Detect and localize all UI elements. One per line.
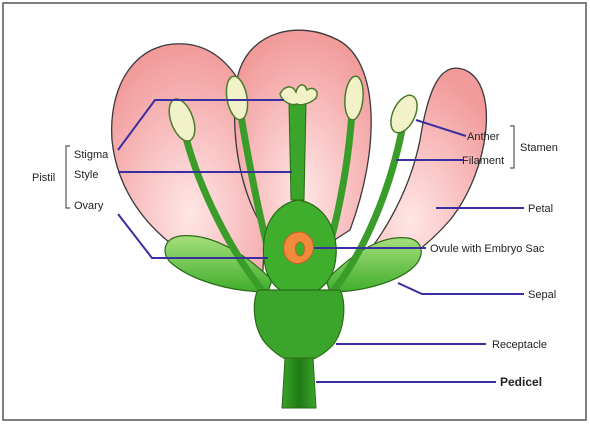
label-filament: Filament [462, 155, 504, 167]
stigma [280, 85, 317, 105]
label-anther: Anther [467, 131, 500, 143]
label-style: Style [74, 169, 98, 181]
anther-far-right [386, 91, 423, 137]
style-shaft [289, 104, 306, 200]
receptacle [254, 290, 344, 362]
leader-sepal [398, 283, 524, 294]
label-ovary: Ovary [74, 200, 104, 212]
bracket-pistil [66, 146, 70, 208]
label-ovule: Ovule with Embryo Sac [430, 243, 545, 255]
bracket-stamen [510, 126, 514, 168]
label-stigma: Stigma [74, 149, 109, 161]
label-petal: Petal [528, 203, 553, 215]
label-pedicel: Pedicel [500, 375, 542, 389]
label-sepal: Sepal [528, 289, 556, 301]
receptacle-group [254, 290, 344, 408]
label-receptacle: Receptacle [492, 339, 547, 351]
pedicel [282, 358, 316, 408]
label-stamen: Stamen [520, 142, 558, 154]
label-pistil: Pistil [32, 172, 55, 184]
